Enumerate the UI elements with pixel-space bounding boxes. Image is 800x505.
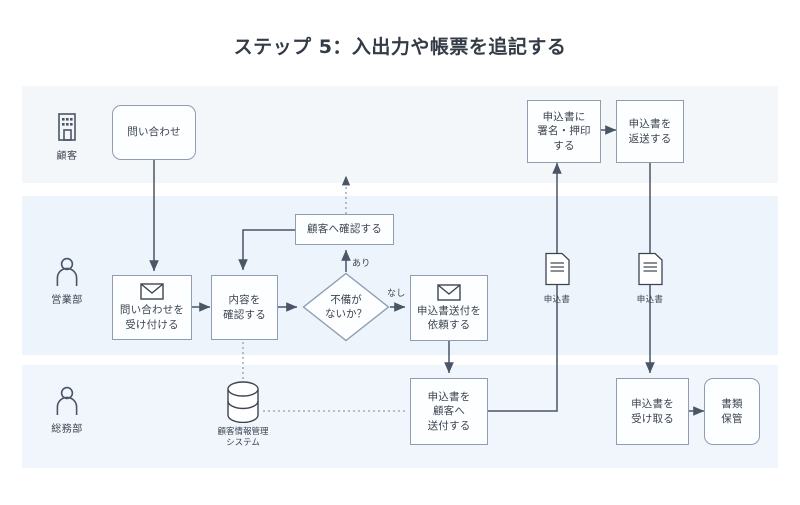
artifact-datastore: 顧客情報管理 システム [195,381,291,449]
node-confirm-customer-label: 顧客へ確認する [307,223,382,236]
mail-icon [140,283,164,301]
lane-label-sales: 営業部 [51,295,83,306]
lane-label-admin: 総務部 [51,424,83,435]
edge-label-yes: あり [352,259,371,269]
diamond-shape [302,272,390,342]
node-inquiry-label: 問い合わせ [127,126,181,139]
person-icon [56,386,78,415]
node-sign-seal-label: 申込書に 署名・押印 する [537,111,591,152]
lane-actor-sales: 営業部 [32,256,102,306]
mail-icon [437,284,461,301]
node-defect-decision[interactable]: 不備が ないか？ [302,272,390,342]
person-icon [56,257,78,286]
artifact-document-1-label: 申込書 [543,295,571,305]
node-send-form[interactable]: 申込書を 顧客へ 送付する [410,378,488,445]
node-check-content-label: 内容を 確認する [223,294,266,321]
building-icon [58,113,76,141]
edge-label-no: なし [387,289,406,299]
node-receive-inquiry-label: 問い合わせを 受け付ける [119,304,185,331]
node-check-content[interactable]: 内容を 確認する [211,275,278,340]
node-receive-form[interactable]: 申込書を 受け取る [616,378,689,445]
lane-actor-customer: 顧客 [32,112,102,162]
node-inquiry[interactable]: 問い合わせ [112,105,196,160]
artifact-document-2-label: 申込書 [636,295,664,305]
node-confirm-customer[interactable]: 顧客へ確認する [295,214,394,245]
document-icon [637,252,663,286]
document-icon [544,252,570,286]
artifact-document-2: 申込書 [625,252,675,305]
node-sign-seal[interactable]: 申込書に 署名・押印 する [527,100,601,163]
page-title: ステップ 5：入出力や帳票を追記する [233,36,567,58]
node-request-form[interactable]: 申込書送付を 依頼する [410,275,488,341]
node-receive-form-label: 申込書を 受け取る [631,398,674,425]
node-defect-decision-label: 不備が ないか？ [325,293,367,320]
artifact-document-1: 申込書 [532,252,582,305]
lane-actor-admin: 総務部 [32,385,102,435]
lane-label-customer: 顧客 [56,151,78,162]
artifact-datastore-label: 顧客情報管理 システム [217,427,269,449]
node-send-back-label: 申込書を 返送する [628,118,672,145]
node-send-back[interactable]: 申込書を 返送する [616,100,684,163]
node-store-docs-label: 書類 保管 [721,398,743,425]
node-store-docs[interactable]: 書類 保管 [704,378,760,445]
node-receive-inquiry[interactable]: 問い合わせを 受け付ける [112,275,192,340]
node-request-form-label: 申込書送付を 依頼する [416,304,482,331]
database-icon [227,381,259,423]
node-send-form-label: 申込書を 顧客へ 送付する [427,391,471,432]
